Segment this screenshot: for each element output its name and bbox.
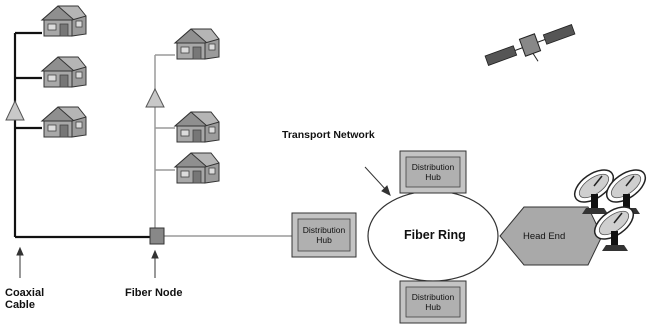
head-end-label: Head End bbox=[523, 231, 566, 242]
house-icon bbox=[174, 152, 220, 184]
cable-label-line2: Cable bbox=[5, 299, 35, 311]
hub-label-line1: Distribution bbox=[411, 162, 455, 172]
house-icon bbox=[41, 106, 87, 138]
distribution-hub-left-label: Distribution Hub bbox=[298, 225, 350, 245]
hub-label-line1: Distribution bbox=[411, 292, 455, 302]
distribution-hub-bottom bbox=[399, 280, 467, 324]
hub-label-line2: Hub bbox=[316, 235, 332, 245]
fiber-ring-label: Fiber Ring bbox=[404, 228, 466, 242]
hub-label-line2: Hub bbox=[425, 172, 441, 182]
distribution-hub-left bbox=[291, 212, 357, 258]
house-icon bbox=[41, 5, 87, 37]
distribution-hub-top-label: Distribution Hub bbox=[406, 162, 460, 182]
pointer-arrows bbox=[16, 166, 391, 278]
hub-label-line1: Distribution bbox=[302, 225, 346, 235]
coaxial-trunk bbox=[13, 31, 150, 239]
hub-label-line2: Hub bbox=[425, 302, 441, 312]
amplifier-icon bbox=[145, 87, 165, 108]
distribution-hub-bottom-label: Distribution Hub bbox=[406, 292, 460, 312]
fiber-node-icon bbox=[149, 227, 165, 245]
fiber-node-label: Fiber Node bbox=[125, 287, 183, 299]
coaxial-label-line1: Coaxial bbox=[5, 287, 45, 299]
satellite-icon bbox=[484, 24, 576, 66]
house-icon bbox=[41, 56, 87, 88]
amplifier-icon bbox=[5, 99, 25, 121]
house-icon bbox=[174, 28, 220, 60]
house-icon bbox=[174, 111, 220, 143]
distribution-hub-top bbox=[399, 150, 467, 194]
transport-network-label: Transport Network bbox=[282, 129, 375, 141]
coaxial-cable-label: Coaxial Cable bbox=[5, 287, 44, 311]
fiber-links bbox=[154, 54, 298, 237]
